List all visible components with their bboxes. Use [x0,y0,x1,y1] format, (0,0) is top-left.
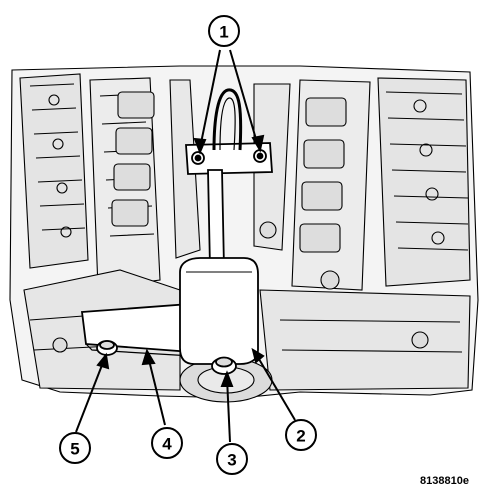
callout-1-number: 1 [219,23,228,42]
callout-4: 4 [151,427,183,459]
callout-1: 1 [208,15,240,47]
tool-vertical-bar [207,169,225,269]
callout-2-number: 2 [296,427,305,446]
callout-3-number: 3 [227,451,236,470]
special-tool [80,88,273,375]
callout-5: 5 [59,432,91,464]
callout-4-number: 4 [162,435,172,454]
callout-2: 2 [285,419,317,451]
figure-id: 8138810e [420,475,469,487]
tool-top-plate [185,142,273,175]
callout-3: 3 [216,443,248,475]
tool-handle [212,88,243,151]
tool-center-bolt [211,356,237,375]
callout-5-number: 5 [70,440,79,459]
tool-support-plate [179,257,259,365]
callout-leaders [75,49,296,443]
tool-arm-bolt [96,340,118,356]
